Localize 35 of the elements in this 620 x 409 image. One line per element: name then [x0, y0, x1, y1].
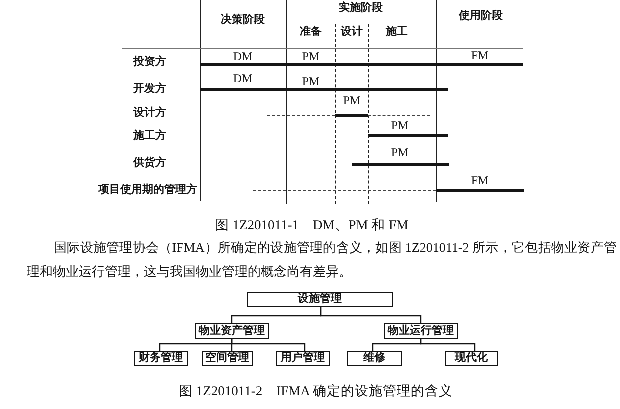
- bar-label: PM: [302, 75, 320, 89]
- phase-header: 使用阶段: [459, 10, 503, 22]
- row-label: 开发方: [134, 82, 166, 96]
- org-box: 用户管理: [276, 351, 330, 366]
- connector-line: [231, 339, 306, 351]
- connector-line: [420, 339, 476, 351]
- bar-label: FM: [471, 174, 489, 188]
- phase-header: 实施阶段: [339, 2, 383, 14]
- phase-header: 准备: [300, 26, 322, 38]
- org-box: 空间管理: [202, 351, 253, 366]
- org-box: 财务管理: [134, 351, 188, 366]
- org-box: 物业运行管理: [384, 323, 458, 339]
- bar-label: PM: [302, 50, 320, 64]
- bar-label: PM: [391, 146, 409, 160]
- row-label: 项目使用期的管理方: [98, 184, 198, 196]
- org-box: 现代化: [445, 351, 498, 366]
- figure-caption: 图 1Z201011-1 DM、PM 和 FM: [215, 218, 409, 234]
- connector-line: [320, 307, 422, 323]
- row-label: 设计方: [134, 106, 166, 120]
- figure-caption: 图 1Z201011-2 IFMA 确定的设施管理的含义: [179, 384, 453, 400]
- row-label: 供货方: [134, 156, 166, 170]
- bar-label: DM: [233, 72, 253, 86]
- org-box: 物业资产管理: [195, 323, 269, 339]
- phase-header: 决策阶段: [221, 14, 265, 26]
- bar-label: DM: [233, 50, 253, 64]
- row-label: 施工方: [134, 130, 166, 142]
- org-box: 维修: [347, 351, 402, 366]
- bar-label: PM: [391, 119, 409, 133]
- bar-label: PM: [343, 94, 361, 108]
- phase-header: 施工: [386, 26, 408, 38]
- bar-label: FM: [471, 49, 489, 63]
- phase-header: 设计: [341, 26, 363, 38]
- paragraph: 国际设施管理协会（IFMA）所确定的设施管理的含义，如图 1Z201011-2 所示，它包括物业资产管理和物业运行管理，这与我国物业管理的概念尚有差异。: [27, 239, 617, 281]
- row-label: 投资方: [134, 56, 166, 68]
- org-box: 设施管理: [247, 292, 393, 307]
